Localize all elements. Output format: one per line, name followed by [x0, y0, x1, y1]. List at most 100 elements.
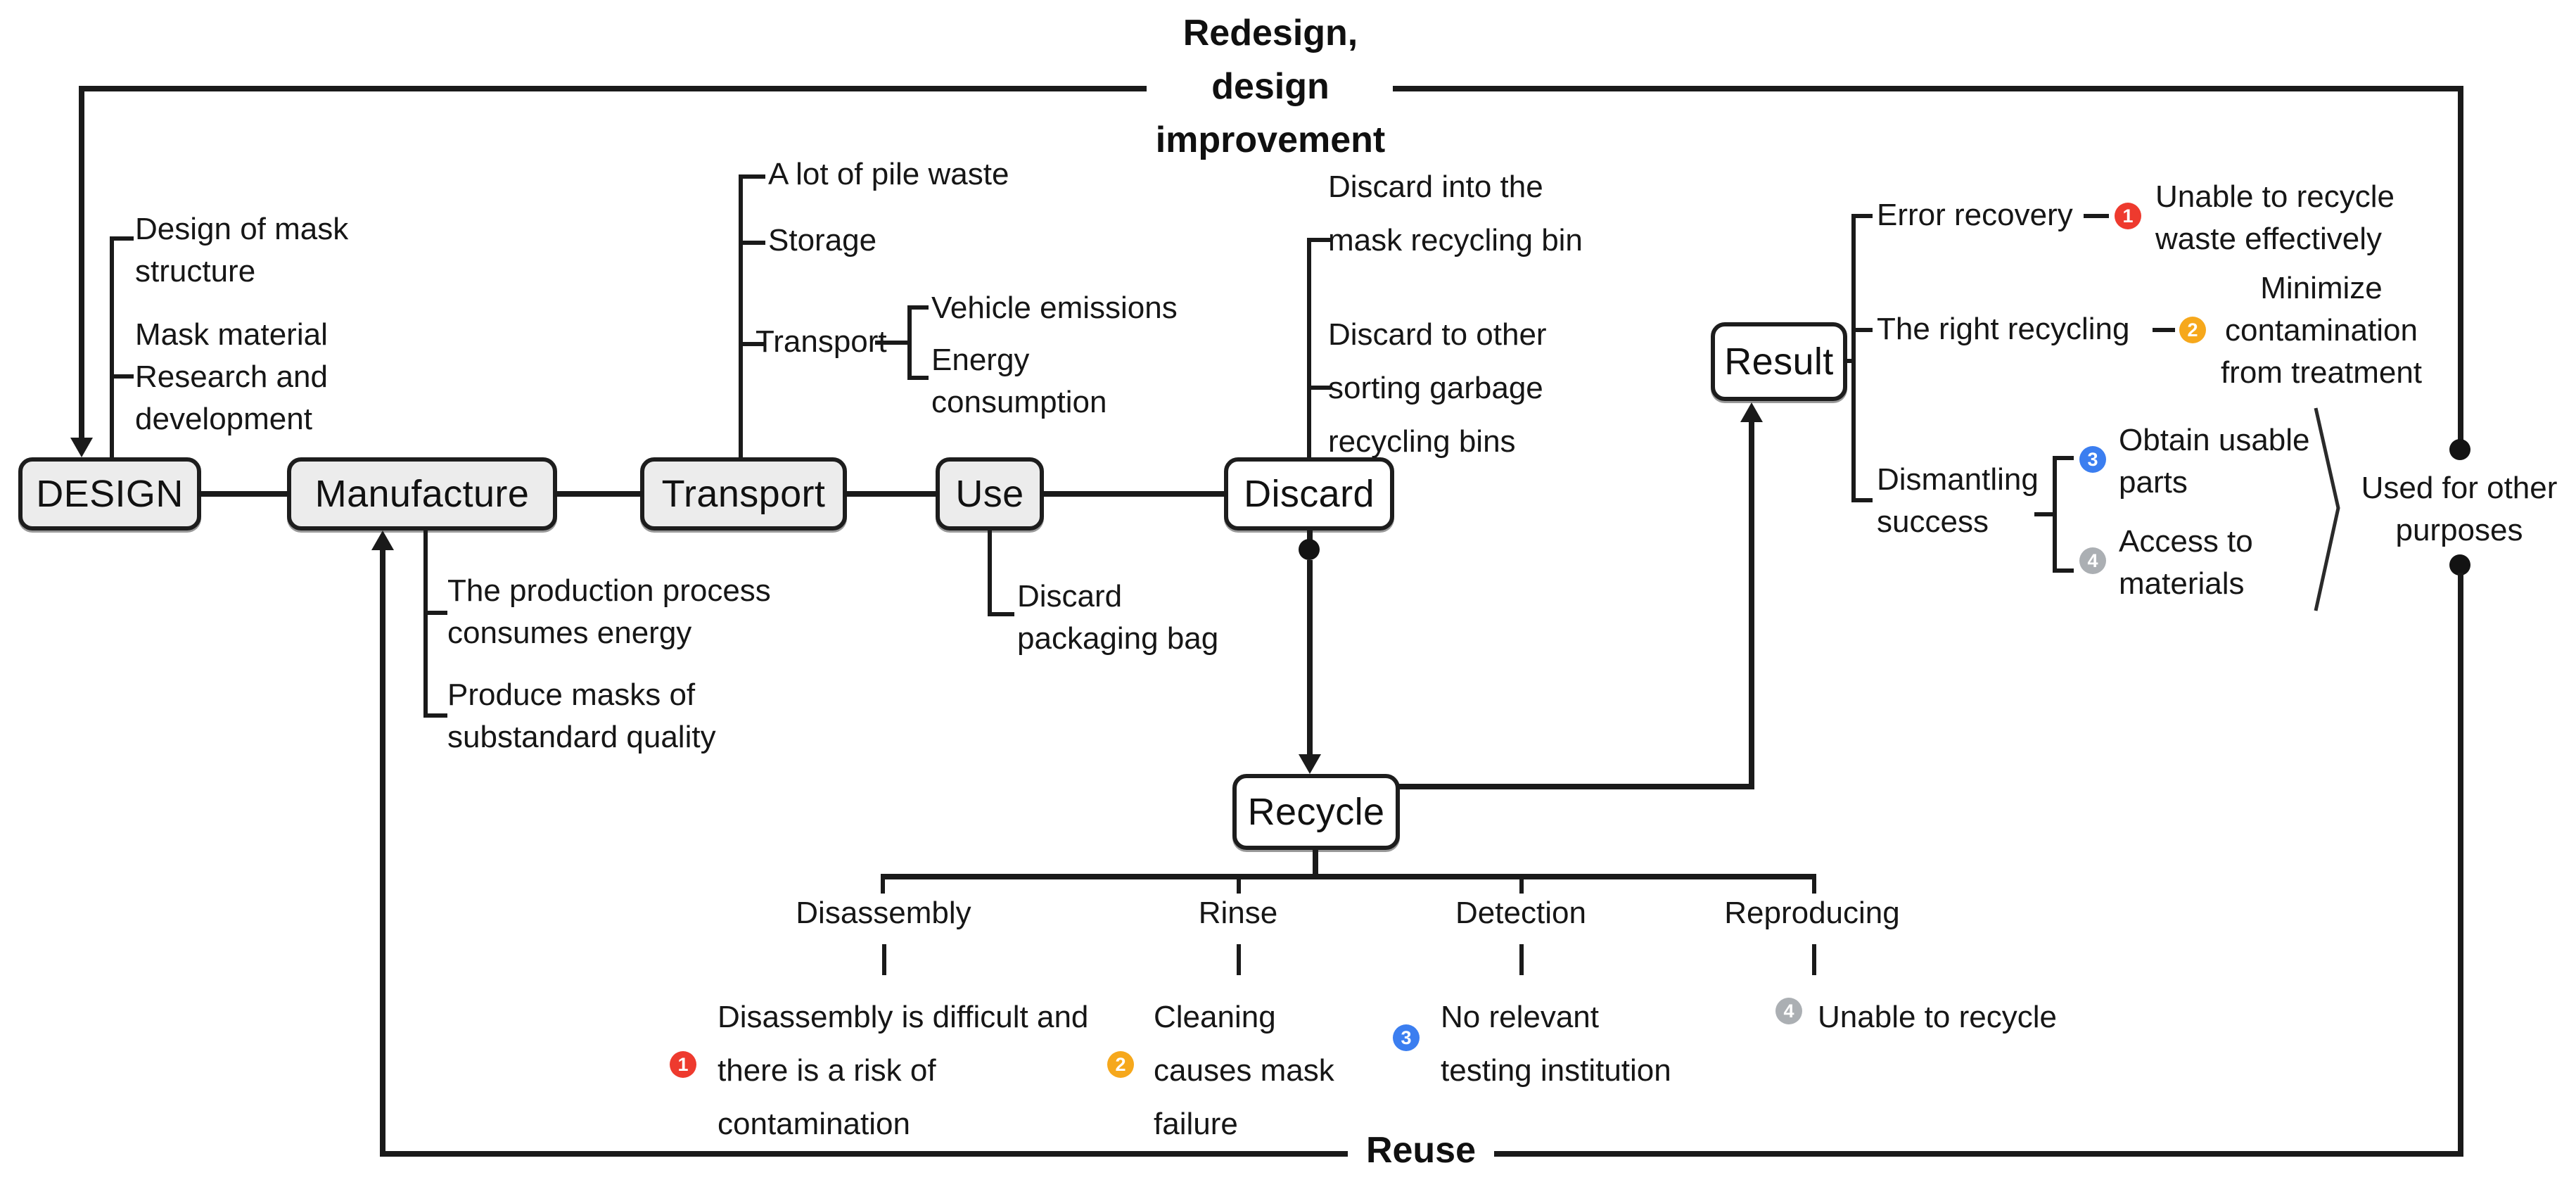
stage-label-design: DESIGN [36, 472, 184, 514]
transport-note-energy: Energy consumption [931, 342, 1107, 419]
transport-sub-bracket-vertical [907, 305, 912, 380]
arrowhead-into-result-icon [1740, 402, 1763, 422]
recycle-tree-trunk [1313, 850, 1318, 878]
stage-box-manufacture: Manufacture [287, 457, 557, 530]
result-box: Result [1711, 322, 1847, 401]
reuse-label: Reuse [1365, 1129, 1477, 1171]
badge-2-rinse: 2 [1107, 1051, 1134, 1078]
discard-stem [1307, 530, 1312, 542]
use-bracket-tick [988, 612, 1014, 616]
transport-note-transport: Transport [755, 324, 887, 359]
top-loop-label: Redesign, design improvement [1155, 11, 1386, 160]
dismantle-tick-parts [2053, 456, 2074, 460]
reuse-left-vertical [380, 550, 385, 1154]
arrowhead-into-design-icon [70, 438, 93, 457]
recycle-tree-tick-detection [1519, 874, 1523, 894]
manufacture-note-energy: The production process consumes energy [447, 573, 771, 650]
badge-2-recycling: 2 [2179, 317, 2206, 343]
transport-note-pile: A lot of pile waste [768, 156, 1009, 191]
result-tick-dismantling [1851, 498, 1873, 502]
design-note-structure: Design of mask structure [135, 211, 349, 288]
recycle-tree-horizontal [881, 874, 1816, 879]
result-tick-error [1851, 214, 1873, 218]
stage-box-transport: Transport [640, 457, 847, 530]
recycle-result-line-horizontal [1397, 784, 1754, 789]
branch-label-rinse: Rinse [1198, 895, 1278, 930]
recycle-box: Recycle [1232, 774, 1400, 850]
outcome-label: Used for other purposes [2361, 470, 2558, 547]
top-loop-left-vertical [79, 86, 84, 438]
manufacture-bracket-vertical [423, 530, 428, 718]
connector-transport-use [844, 491, 938, 496]
arrowhead-into-recycle-icon [1299, 754, 1321, 774]
design-bracket-vertical [110, 236, 114, 457]
result-item-error-label: Error recovery [1877, 197, 2073, 232]
result-dash-recycling [2153, 328, 2175, 332]
junction-dot-lower [2449, 554, 2470, 576]
branch-label-reproducing: Reproducing [1724, 895, 1900, 930]
branch-note-rinse: Cleaning causes mask failure [1154, 999, 1334, 1141]
stage-label-use: Use [955, 472, 1024, 514]
outcome-brace-icon [2314, 407, 2340, 611]
stage-box-use: Use [936, 457, 1044, 530]
reuse-line-left [380, 1151, 1348, 1157]
transport-tick-transport [739, 342, 765, 346]
dismantle-tick-materials [2053, 568, 2074, 573]
recycle-result-line-vertical [1749, 422, 1754, 788]
discard-note-other: Discard to other sorting garbage recycli… [1328, 317, 1547, 459]
result-label: Result [1724, 340, 1834, 382]
branch-label-disassembly: Disassembly [796, 895, 971, 930]
discard-bracket-tick-other [1307, 386, 1331, 390]
discard-junction-dot [1299, 539, 1320, 560]
recycle-tree-tick-disassembly [881, 874, 884, 894]
stage-box-discard: Discard [1224, 457, 1394, 530]
badge-1-disassembly: 1 [670, 1051, 696, 1078]
transport-tick-pile [739, 174, 765, 179]
transport-sub-tick-energy [907, 376, 929, 380]
branch-label-detection: Detection [1455, 895, 1586, 930]
transport-sub-dash [875, 341, 907, 345]
result-item-recycling-label: The right recycling [1877, 311, 2130, 346]
transport-note-storage: Storage [768, 222, 877, 258]
design-bracket-tick-structure [110, 236, 134, 241]
recycle-tree-tick-rinse [1237, 874, 1240, 894]
design-bracket-tick-material [110, 374, 134, 379]
stage-label-transport: Transport [661, 472, 826, 514]
result-note-error: Unable to recycle waste effectively [2155, 179, 2395, 256]
recycle-label: Recycle [1247, 790, 1385, 832]
result-bracket-vertical [1851, 214, 1856, 502]
top-loop-line-left [79, 86, 1147, 91]
connector-manufacture-transport [554, 491, 643, 496]
result-dash-error [2084, 214, 2109, 218]
top-loop-line-right [1393, 86, 2463, 91]
stage-label-manufacture: Manufacture [314, 472, 530, 514]
branch-stem-rinse [1237, 944, 1240, 975]
stage-box-design: DESIGN [18, 457, 201, 530]
transport-note-vehicle: Vehicle emissions [931, 290, 1178, 325]
transport-tree-vertical [739, 174, 743, 457]
top-loop-right-vertical [2458, 86, 2463, 440]
result-note-materials: Access to materials [2119, 523, 2253, 601]
result-note-parts: Obtain usable parts [2119, 422, 2310, 500]
connector-use-discard [1041, 491, 1227, 496]
branch-stem-disassembly [882, 944, 886, 975]
branch-stem-detection [1519, 944, 1523, 975]
result-tick-recycling [1851, 328, 1873, 332]
stage-label-discard: Discard [1244, 472, 1375, 514]
branch-note-detection: No relevant testing institution [1441, 999, 1671, 1088]
badge-3-detection: 3 [1393, 1024, 1420, 1051]
badge-1-error: 1 [2115, 203, 2141, 229]
recycle-tree-tick-reproducing [1812, 874, 1816, 894]
design-note-material: Mask material Research and development [135, 317, 328, 436]
discard-bracket-tick-bin [1307, 238, 1331, 242]
junction-dot-upper [2449, 439, 2470, 460]
connector-design-manufacture [198, 491, 290, 496]
outcome-reuse-vertical [2458, 573, 2463, 1154]
result-bracket-connector [1844, 359, 1856, 363]
result-item-dismantling-label: Dismantling success [1877, 462, 2039, 539]
manufacture-note-quality: Produce masks of substandard quality [447, 677, 716, 754]
branch-note-disassembly: Disassembly is difficult and there is a … [718, 999, 1089, 1141]
result-note-recycling: Minimize contamination from treatment [2220, 270, 2423, 390]
badge-4-materials: 4 [2079, 547, 2106, 574]
